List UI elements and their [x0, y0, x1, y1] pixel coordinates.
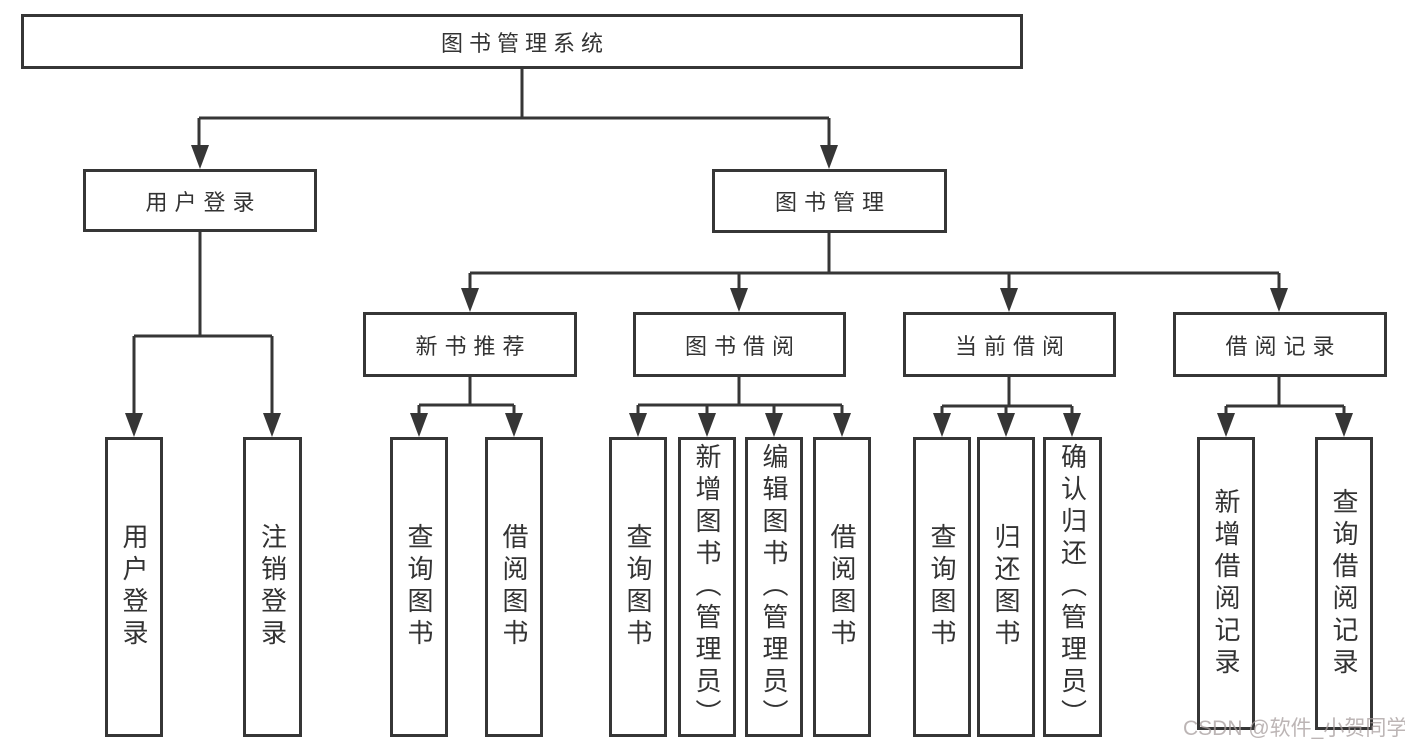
arrowhead-icon [505, 413, 523, 437]
leaf-borrow-books: 借阅图书 [485, 437, 543, 737]
leaf-borrow-books-2: 借阅图书 [813, 437, 871, 737]
arrowhead-icon [629, 413, 647, 437]
arrowhead-icon [461, 288, 479, 312]
leaf-query-books-3: 查询图书 [913, 437, 971, 737]
leaf-label: 编辑图书（管理员） [759, 443, 789, 731]
arrowhead-icon [765, 413, 783, 437]
leaf-label: 查询借阅记录 [1329, 487, 1359, 680]
leaf-query-books-2: 查询图书 [609, 437, 667, 737]
node-label: 新书推荐 [415, 333, 532, 359]
node-library-system: 图书管理系统 [21, 14, 1023, 69]
leaf-edit-book-admin: 编辑图书（管理员） [745, 437, 803, 737]
arrowhead-icon [1270, 288, 1288, 312]
node-book-management: 图书管理 [712, 169, 947, 233]
node-label: 借阅记录 [1225, 333, 1342, 359]
connector-book-borrow-branch [636, 377, 844, 430]
node-user-login: 用户登录 [83, 169, 317, 232]
connector-borrow-records-branch [1224, 377, 1346, 430]
leaf-query-books: 查询图书 [390, 437, 448, 737]
leaf-label: 归还图书 [991, 523, 1021, 651]
node-borrowing-records: 借阅记录 [1173, 312, 1387, 377]
arrowhead-icon [997, 413, 1015, 437]
arrowhead-icon [933, 413, 951, 437]
node-current-borrowing: 当前借阅 [903, 312, 1116, 377]
connector-root-to-level2 [197, 69, 831, 160]
leaf-confirm-return-admin: 确认归还（管理员） [1043, 437, 1102, 737]
arrowhead-icon [730, 288, 748, 312]
leaf-logout-login: 注销登录 [243, 437, 302, 737]
leaf-label: 查询图书 [623, 523, 653, 651]
leaf-add-book-admin: 新增图书（管理员） [678, 437, 736, 737]
leaf-user-login: 用户登录 [105, 437, 163, 737]
arrowhead-icon [1335, 413, 1353, 437]
leaf-query-borrow-record: 查询借阅记录 [1315, 437, 1373, 730]
leaf-return-books: 归还图书 [977, 437, 1035, 737]
node-label: 图书管理 [774, 190, 891, 215]
arrowhead-icon [125, 413, 143, 437]
connector-book-management-branch [468, 233, 1281, 305]
node-book-borrowing: 图书借阅 [633, 312, 846, 377]
arrowhead-icon [410, 413, 428, 437]
node-label: 用户登录 [145, 189, 262, 215]
csdn-watermark: CSDN @软件_小贺同学 [1183, 717, 1405, 740]
leaf-label: 用户登录 [119, 523, 149, 651]
arrowhead-icon [1063, 413, 1081, 437]
leaf-label: 新增借阅记录 [1211, 487, 1241, 680]
arrowhead-icon [833, 413, 851, 437]
leaf-label: 新增图书（管理员） [692, 443, 722, 731]
leaf-label: 借阅图书 [827, 523, 857, 651]
arrowhead-icon [263, 413, 281, 437]
arrowhead-icon [698, 413, 716, 437]
leaf-label: 查询图书 [404, 523, 434, 651]
arrowhead-icon [191, 145, 209, 169]
arrowheads [125, 145, 1353, 437]
node-label: 当前借阅 [954, 333, 1071, 359]
arrowhead-icon [1217, 413, 1235, 437]
leaf-label: 查询图书 [927, 523, 957, 651]
leaf-label: 确认归还（管理员） [1057, 443, 1088, 731]
arrowhead-icon [1000, 288, 1018, 312]
leaf-label: 注销登录 [257, 523, 288, 651]
connector-new-book-branch [417, 377, 516, 430]
node-label: 图书借阅 [684, 333, 801, 359]
leaf-label: 借阅图书 [499, 523, 529, 651]
arrowhead-icon [820, 145, 838, 169]
connector-user-login-branch [132, 231, 274, 430]
leaf-add-borrow-record: 新增借阅记录 [1197, 437, 1255, 730]
node-new-book-recommendation: 新书推荐 [363, 312, 577, 377]
node-label: 图书管理系统 [440, 30, 609, 56]
